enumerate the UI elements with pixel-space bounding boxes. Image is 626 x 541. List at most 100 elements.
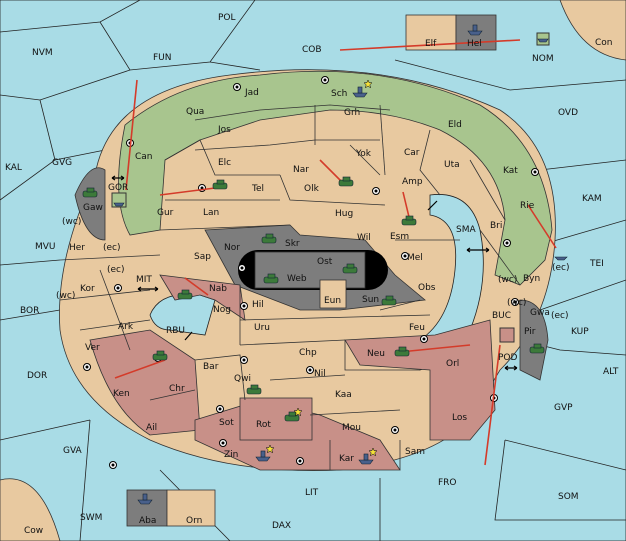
land-label: Qua	[186, 107, 204, 117]
land-label: Aba	[139, 516, 156, 526]
fleet-icon[interactable]	[255, 450, 271, 462]
sea-label: SMA	[456, 225, 476, 235]
fleet-icon[interactable]	[467, 24, 483, 36]
land-label: Bar	[203, 362, 219, 372]
land-label: Nor	[224, 243, 240, 253]
coast-tag: (ec)	[107, 265, 125, 275]
land-label: Tel	[251, 184, 264, 194]
sea-label: MVU	[35, 242, 56, 252]
sea-label: SOM	[558, 492, 579, 502]
land-label: Jos	[217, 125, 231, 135]
sea-label: DAX	[272, 521, 291, 531]
land-label: Byn	[523, 274, 540, 284]
army-icon[interactable]	[212, 179, 228, 190]
land-label: Zin	[224, 450, 238, 460]
land-label: Jad	[244, 88, 259, 98]
star-markers	[265, 79, 378, 457]
coast-tag: (ec)	[551, 311, 569, 321]
fleet-icon[interactable]	[113, 202, 125, 207]
sea-label: OVD	[558, 108, 578, 118]
land-label: Skr	[285, 239, 300, 249]
green-region	[118, 70, 553, 286]
sea-label: COB	[302, 45, 322, 55]
land-labels: Elf Hel Jad Sch Qua Jos Grh Eld Can Elc …	[69, 39, 550, 526]
land-label: Chp	[299, 348, 317, 358]
sea-label: BUC	[492, 311, 511, 321]
army-icon[interactable]	[342, 263, 358, 274]
land-label: Gwa	[530, 308, 550, 318]
land-label: Nil	[314, 369, 326, 379]
land-label: Eun	[324, 296, 341, 306]
land-label: Los	[452, 413, 467, 423]
land-label: Ail	[146, 423, 157, 433]
army-icon[interactable]	[529, 343, 545, 354]
land-label: Mel	[407, 253, 423, 263]
land-borders	[59, 104, 521, 470]
territory-orn[interactable]	[166, 489, 216, 527]
territory-eun[interactable]	[319, 279, 347, 309]
land-label: Kor	[80, 284, 95, 294]
land-label: Esm	[390, 232, 409, 242]
army-icon[interactable]	[82, 187, 98, 198]
land-label: Web	[287, 274, 307, 284]
sea-label: NVM	[32, 48, 53, 58]
fleet-icon[interactable]	[352, 86, 368, 98]
sea-label: LIT	[305, 488, 319, 498]
land-label: Obs	[418, 283, 436, 293]
land-label: Gaw	[83, 203, 103, 213]
sea-label: NOM	[532, 54, 554, 64]
army-icon[interactable]	[381, 295, 397, 306]
territory-pir[interactable]	[519, 299, 549, 381]
land-label: Kat	[503, 166, 518, 176]
land-label: Nog	[213, 305, 231, 315]
territory-pod-isle[interactable]	[499, 327, 515, 343]
sea-label: GVG	[52, 158, 72, 168]
army-icon[interactable]	[338, 176, 354, 187]
sea-label: DOR	[27, 371, 47, 381]
territory-rot[interactable]	[239, 397, 313, 441]
army-icon[interactable]	[177, 289, 193, 300]
land-label: Rot	[256, 420, 271, 430]
coast-tag: (wc)	[498, 275, 517, 285]
army-icon[interactable]	[394, 346, 410, 357]
land-label: Orn	[186, 516, 202, 526]
land-label: Can	[135, 152, 153, 162]
sea-mit-channel[interactable]	[149, 293, 216, 336]
sea-label: KAL	[5, 163, 22, 173]
land-label: Sap	[194, 252, 211, 262]
land-label: Kaa	[335, 390, 352, 400]
army-icon[interactable]	[401, 215, 417, 226]
land-label: Olk	[304, 184, 320, 194]
land-label: Qwi	[234, 374, 251, 384]
fleet-units	[113, 24, 568, 505]
land-label: Yok	[355, 149, 372, 159]
army-icon[interactable]	[263, 273, 279, 284]
coast-tag: (ec)	[552, 263, 570, 273]
land-label: Elf	[425, 39, 437, 49]
land-label: Kar	[339, 454, 354, 464]
land-label: Sun	[362, 295, 379, 305]
fleet-icon[interactable]	[358, 453, 374, 465]
land-label: Grh	[344, 108, 360, 118]
land-label: Neu	[367, 349, 385, 359]
territory-gaw[interactable]	[74, 167, 106, 241]
land-label: Bri	[490, 221, 502, 231]
sea-label: TEI	[589, 259, 604, 269]
sea-label: GOR	[108, 183, 128, 193]
sea-label: Cow	[24, 526, 43, 536]
fleet-icon[interactable]	[554, 256, 568, 261]
red-neu-orl-los	[344, 319, 496, 441]
army-icon[interactable]	[152, 350, 168, 361]
sea-label: Con	[595, 38, 613, 48]
land-label: Chr	[169, 384, 185, 394]
fleet-icon[interactable]	[137, 493, 153, 505]
sea-label: MIT	[136, 275, 152, 285]
land-label: Pir	[524, 327, 536, 337]
land-label: Hug	[335, 209, 353, 219]
land-label: Elc	[218, 158, 231, 168]
fleet-icon[interactable]	[537, 38, 549, 43]
army-icon[interactable]	[261, 233, 277, 244]
sea-label: GVP	[554, 403, 573, 413]
army-icon[interactable]	[246, 384, 262, 395]
land-label: Sam	[405, 447, 425, 457]
